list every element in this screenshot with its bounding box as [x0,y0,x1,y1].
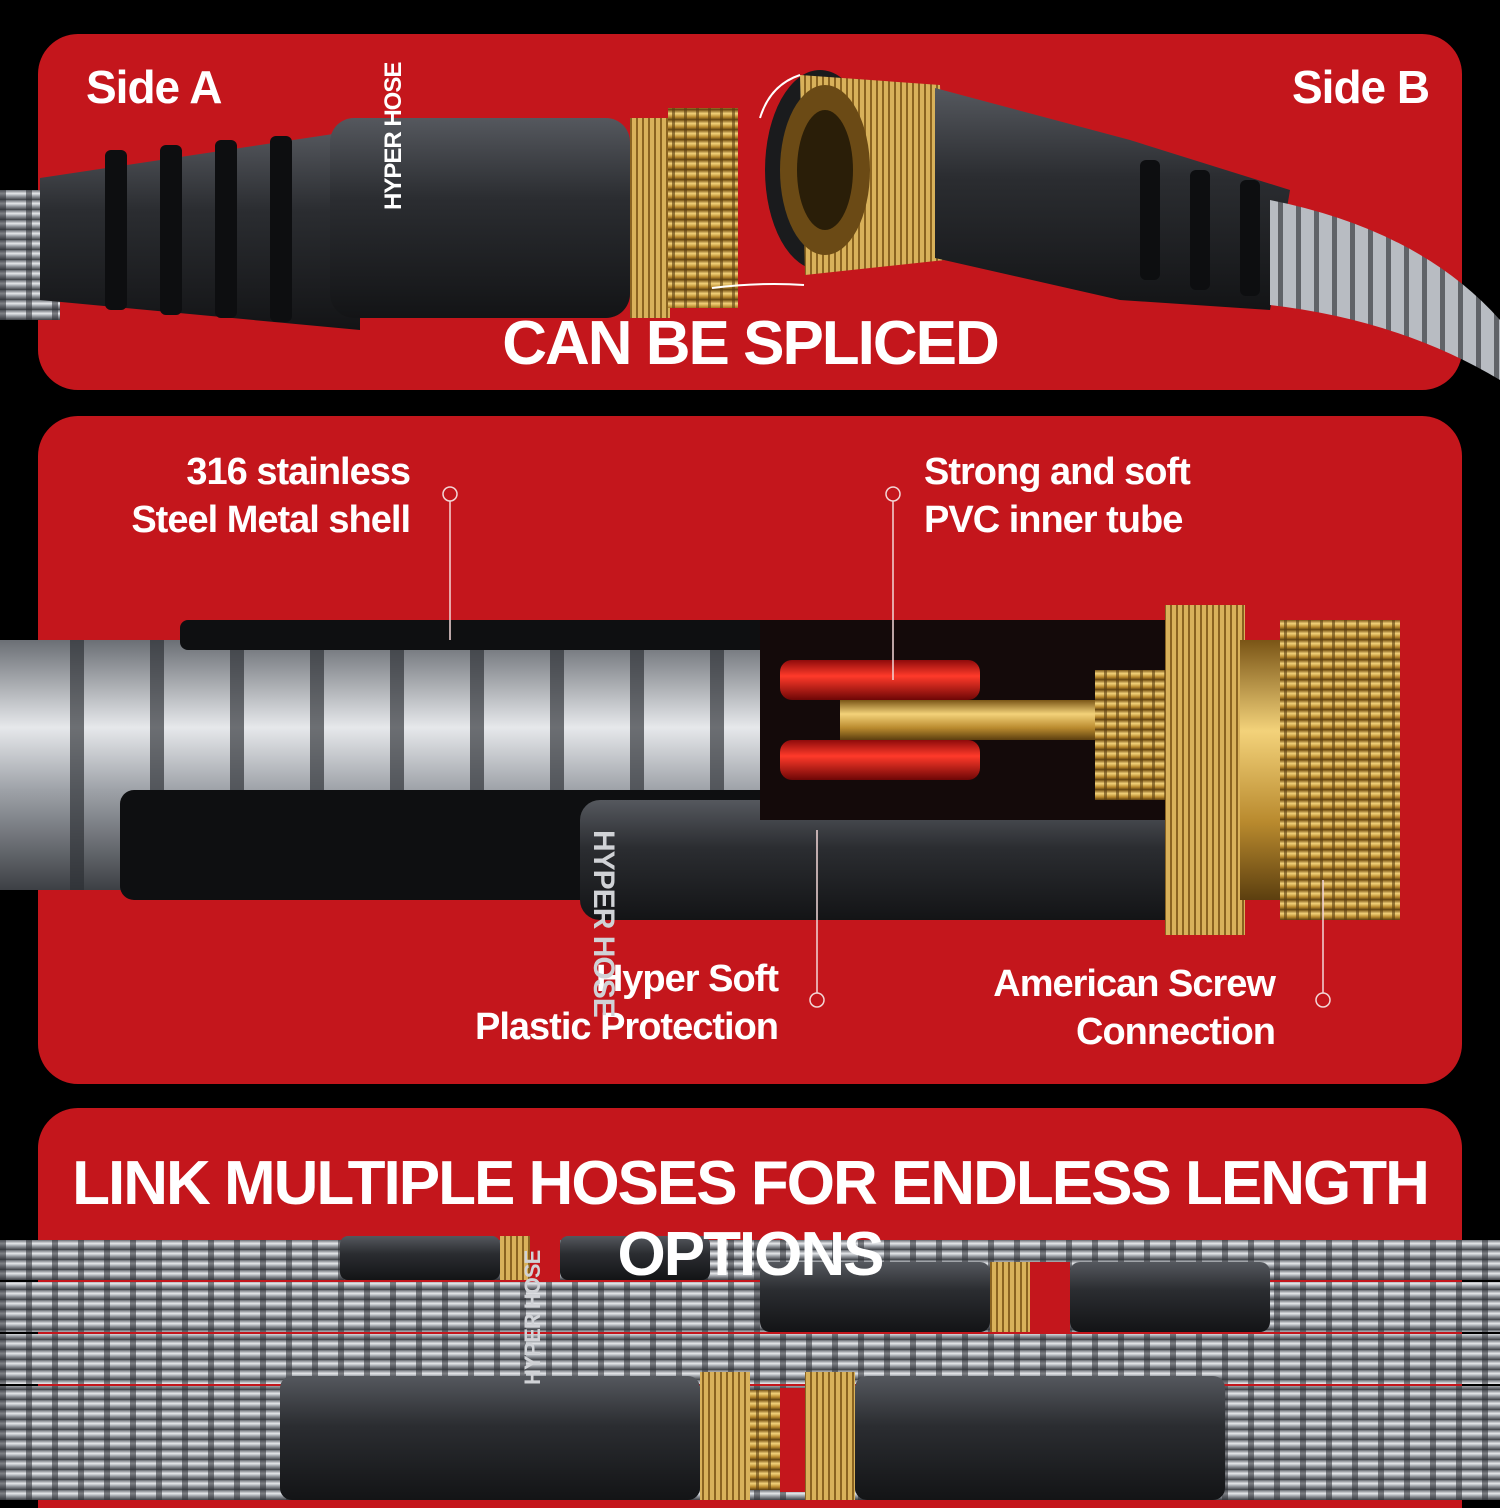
side-b-hose [765,70,1500,380]
callout-screw-connection-line2: Connection [1076,1011,1276,1053]
callout-steel-shell-line2: Steel Metal shell [131,499,411,541]
hyper-hose-logo: HYPER HOSE [380,62,407,210]
callout-screw-connection-line1: American Screw [993,963,1276,1005]
callout-plastic-protection: Hyper Soft Plastic Protection [470,955,779,1051]
callout-screw-connection: American Screw Connection [990,960,1276,1056]
link-headline: LINK MULTIPLE HOSES FOR ENDLESS LENGTH O… [72,1149,1430,1289]
callout-inner-tube: Strong and soft PVC inner tube [924,448,1224,544]
callout-steel-shell-line1: 316 stainless [186,451,411,493]
callout-inner-tube-line2: PVC inner tube [924,499,1183,541]
linked-hoses [0,1236,1500,1500]
splice-headline: CAN BE SPLICED [502,309,1000,378]
hyper-hose-logo-linked: HYPER HOSE [520,1250,545,1385]
hyper-hose-logo-cutaway: HYPER HOSE [587,830,620,1017]
callout-leaders [442,486,1331,1008]
side-a-label: Side A [86,61,222,113]
callout-plastic-protection-line1: Hyper Soft [595,958,779,1000]
side-a-hose [0,108,738,330]
side-b-label: Side B [1292,61,1430,113]
connect-arrows [711,74,805,289]
callout-steel-shell: 316 stainless Steel Metal shell [100,448,411,544]
callout-inner-tube-line1: Strong and soft [924,451,1191,493]
cutaway-hose [0,605,1400,935]
callout-plastic-protection-line2: Plastic Protection [475,1006,779,1048]
